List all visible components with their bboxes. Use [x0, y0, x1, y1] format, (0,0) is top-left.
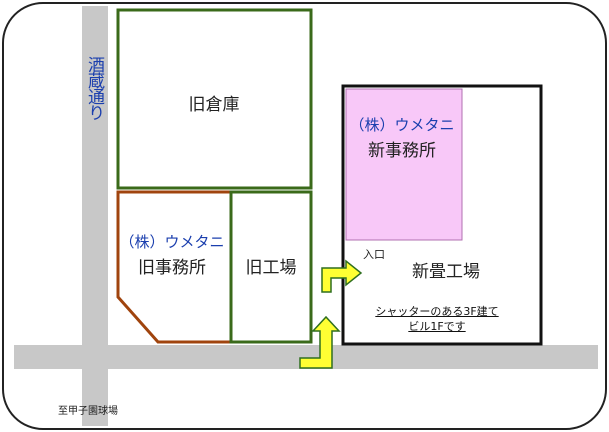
- building-note: シャッターのある3F建て ビル1Fです: [352, 304, 522, 334]
- bent-arrow-right-icon: [321, 259, 363, 293]
- building-note-line2: ビル1Fです: [408, 320, 466, 333]
- old-factory-label: 旧工場: [246, 258, 297, 278]
- new-factory-label: 新畳工場: [412, 262, 480, 282]
- building-note-line1: シャッターのある3F建て: [375, 305, 499, 318]
- bent-arrow-up-icon: [299, 315, 341, 369]
- koshien-direction-label: 至甲子園球場: [58, 406, 118, 417]
- new-office: [345, 88, 463, 241]
- old-office-label: 旧事務所: [138, 258, 206, 278]
- old-office: [116, 190, 233, 344]
- old-office-company-label: （株）ウメタニ: [119, 233, 224, 251]
- old-factory: [229, 190, 313, 344]
- entrance-label: 入口: [363, 248, 385, 261]
- old-warehouse-label: 旧倉庫: [189, 95, 240, 115]
- sakagura-street-label: 酒蔵通り: [84, 56, 104, 120]
- new-office-company-label: （株）ウメタニ: [349, 116, 454, 134]
- new-office-label: 新事務所: [368, 141, 436, 161]
- old-warehouse: [116, 8, 313, 190]
